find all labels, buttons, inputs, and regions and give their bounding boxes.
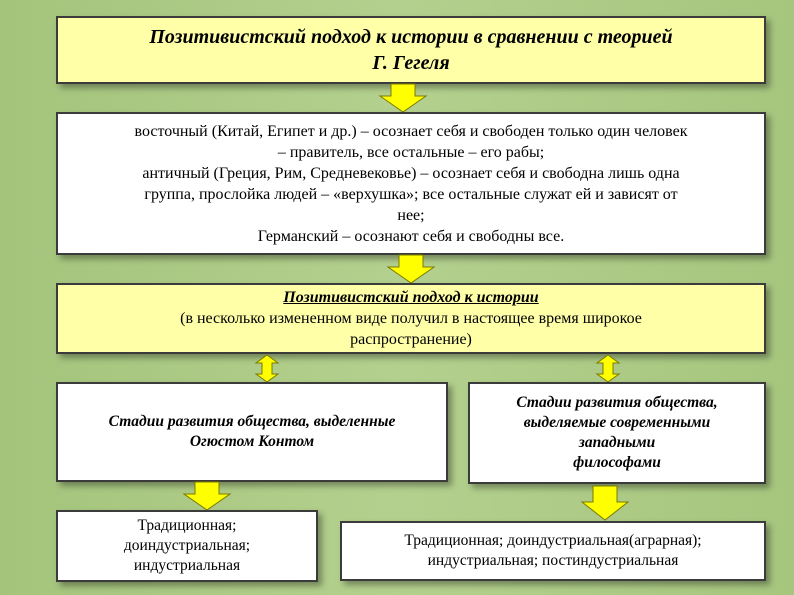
comte-line-1: Стадии развития общества, выделенные xyxy=(108,413,396,430)
hegel-stage-line: – правитель, все остальные – его рабы; xyxy=(277,143,545,161)
down-arrow-icon xyxy=(580,485,630,521)
title-line-2: Г. Гегеля xyxy=(372,52,450,74)
double-vertical-arrow-icon xyxy=(595,354,621,383)
hegel-stage-line: восточный (Китай, Египет и др.) – осозна… xyxy=(134,122,688,140)
down-arrow-icon xyxy=(182,481,232,511)
hegel-stage-line: Германский – осознают себя и свободны вс… xyxy=(257,227,565,245)
western-line-1: Стадии развития общества, xyxy=(516,394,718,411)
comte-stages-list-box: Традиционная; доиндустриальная; индустри… xyxy=(56,510,318,582)
western-line-3: западными xyxy=(578,434,656,451)
positivist-heading: Позитивистский подход к истории xyxy=(283,289,539,306)
hegel-stage-line: античный (Греция, Рим, Средневековье) – … xyxy=(142,164,680,182)
western-line-2: выделяемые современными xyxy=(523,414,711,431)
double-vertical-arrow-icon xyxy=(254,354,280,383)
positivist-box: Позитивистский подход к истории (в неско… xyxy=(56,283,766,354)
western-stages-list-box: Традиционная; доиндустриальная(аграрная)… xyxy=(340,521,766,581)
hegel-stages-box: восточный (Китай, Египет и др.) – осозна… xyxy=(56,112,766,255)
down-arrow-icon xyxy=(386,254,436,284)
comte-stages-heading-box: Стадии развития общества, выделенные Огю… xyxy=(56,382,448,482)
hegel-stage-line: группа, прослойка людей – «верхушка»; вс… xyxy=(144,185,678,203)
western-stages-heading-box: Стадии развития общества, выделяемые сов… xyxy=(468,382,766,484)
title-box: Позитивистский подход к истории в сравне… xyxy=(56,16,766,84)
western-stage-line-1: Традиционная; доиндустриальная(аграрная)… xyxy=(404,532,702,549)
comte-line-2: Огюстом Контом xyxy=(189,433,315,450)
positivist-line-2: (в несколько измененном виде получил в н… xyxy=(180,310,642,327)
comte-stage-2: доиндустриальная; xyxy=(123,537,251,554)
title-line-1: Позитивистский подход к истории в сравне… xyxy=(149,26,673,48)
positivist-line-3: распространение) xyxy=(350,331,472,348)
comte-stage-1: Традиционная; xyxy=(137,517,237,534)
down-arrow-icon xyxy=(378,83,428,113)
hegel-stage-line: нее; xyxy=(397,206,425,224)
western-line-4: философами xyxy=(573,454,661,471)
comte-stage-3: индустриальная xyxy=(133,557,241,574)
western-stage-line-2: индустриальная; постиндустриальная xyxy=(427,552,679,569)
